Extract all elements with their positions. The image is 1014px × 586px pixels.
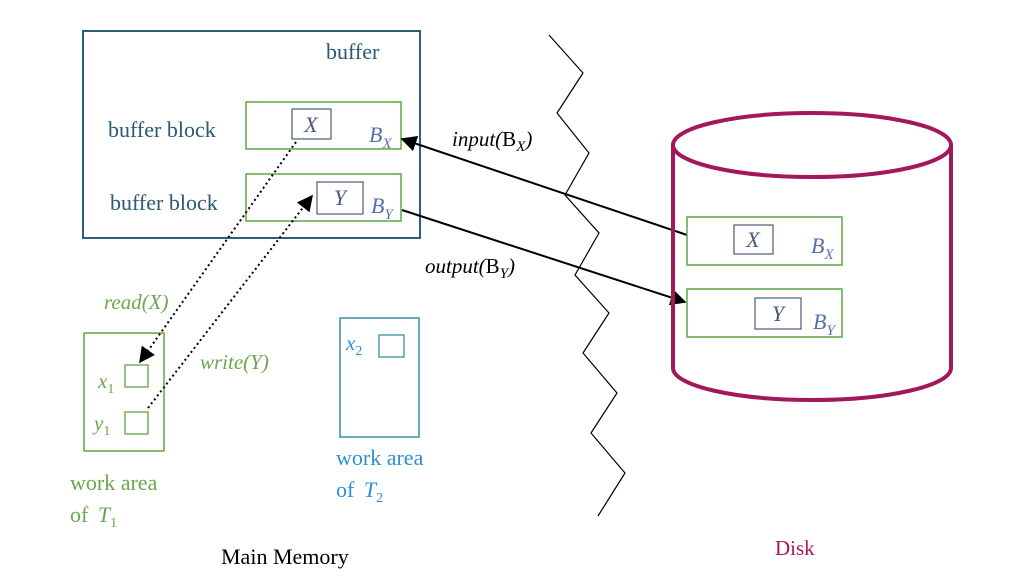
input-label: input(BX) bbox=[452, 127, 532, 155]
input-arg: B bbox=[502, 127, 516, 151]
t1-var-y1: y1 bbox=[92, 411, 110, 439]
disk-cylinder: X BX Y BY bbox=[671, 111, 953, 402]
t1-var-x1-sub: 1 bbox=[107, 382, 114, 397]
disk-top bbox=[671, 111, 953, 179]
t1-var-x1: x1 bbox=[97, 369, 114, 397]
disk-item-x: X bbox=[745, 227, 761, 252]
main-memory-label: Main Memory bbox=[221, 544, 349, 569]
input-sub: X bbox=[515, 139, 526, 155]
disk-block-x-b: B bbox=[811, 233, 824, 258]
t1-caption-var: T bbox=[98, 502, 112, 527]
t2-var-x2-name: x bbox=[345, 331, 356, 355]
disk-block-y-name: BY bbox=[813, 309, 836, 339]
t2-var-x2: x2 bbox=[345, 331, 362, 359]
t1-var-y1-name: y bbox=[92, 411, 104, 435]
write-arrow bbox=[147, 194, 313, 409]
disk-block-y-b: B bbox=[813, 309, 826, 334]
t2-var-x2-sub: 2 bbox=[355, 344, 362, 359]
work-area-t2: x2 work area of T2 bbox=[336, 317, 424, 506]
t1-caption-line2: of T1 bbox=[70, 502, 117, 531]
buffer-item-x: X bbox=[303, 112, 319, 137]
buffer-block-y-sub: Y bbox=[384, 207, 394, 223]
work-area-t1-frame bbox=[83, 332, 165, 452]
buffer-block-y-name: BY bbox=[371, 193, 394, 223]
input-close: ) bbox=[524, 127, 532, 151]
memory-disk-separator bbox=[548, 34, 626, 517]
disk-block-x-sub: X bbox=[823, 247, 834, 263]
output-fn: output( bbox=[425, 254, 488, 278]
buffer-item-y-box bbox=[316, 181, 364, 215]
t1-caption-line1: work area bbox=[70, 470, 158, 495]
t1-var-y1-sub: 1 bbox=[103, 424, 110, 439]
input-arrow bbox=[400, 136, 688, 236]
t2-caption-line1: work area bbox=[336, 445, 424, 470]
buffer-block-y bbox=[245, 173, 402, 222]
buffer-block-x-name: BX bbox=[369, 122, 392, 152]
output-label: output(BY) bbox=[425, 254, 515, 282]
disk-item-x-box bbox=[733, 224, 774, 255]
disk-block-y-sub: Y bbox=[826, 323, 836, 339]
t2-caption-prefix: of bbox=[336, 477, 360, 502]
buffer-block-x bbox=[245, 101, 402, 150]
t1-caption-sub: 1 bbox=[110, 516, 117, 531]
buffer-block-x-b: B bbox=[369, 122, 382, 147]
disk-block-x bbox=[686, 216, 843, 266]
t1-x1-cell bbox=[124, 364, 149, 388]
t1-caption-prefix: of bbox=[70, 502, 94, 527]
output-arrow bbox=[401, 209, 687, 306]
disk-item-y: Y bbox=[772, 301, 787, 326]
t2-x2-cell bbox=[378, 334, 405, 358]
work-area-t2-frame bbox=[339, 317, 420, 438]
buffer-item-x-box bbox=[291, 108, 332, 140]
disk-body bbox=[671, 145, 953, 402]
read-arrow bbox=[139, 141, 297, 364]
t1-var-x1-name: x bbox=[97, 369, 108, 393]
work-area-t1: x1 y1 work area of T1 bbox=[70, 332, 165, 531]
input-fn: input( bbox=[452, 127, 504, 151]
read-label: read(X) bbox=[104, 290, 169, 314]
output-sub: Y bbox=[500, 266, 510, 282]
t2-caption-line2: of T2 bbox=[336, 477, 383, 506]
output-arg: B bbox=[486, 254, 500, 278]
disk-label: Disk bbox=[775, 536, 815, 560]
buffer-item-y: Y bbox=[334, 185, 349, 210]
disk-block-x-name: BX bbox=[811, 233, 834, 263]
disk-item-y-box bbox=[754, 297, 802, 330]
buffer-block-y-b: B bbox=[371, 193, 384, 218]
buffer-title: buffer bbox=[326, 39, 380, 64]
buffer-block-x-sub: X bbox=[381, 136, 392, 152]
t2-caption-sub: 2 bbox=[376, 491, 383, 506]
buffer-frame bbox=[82, 30, 421, 239]
t2-caption-var: T bbox=[364, 477, 378, 502]
buffer-block-label-top: buffer block bbox=[108, 117, 216, 142]
buffer-block-label-bottom: buffer block bbox=[110, 190, 218, 215]
buffer-region: buffer buffer block X BX buffer block Y … bbox=[82, 30, 421, 239]
disk-block-y bbox=[686, 288, 843, 338]
output-close: ) bbox=[507, 254, 515, 278]
t1-y1-cell bbox=[124, 411, 149, 435]
write-label: write(Y) bbox=[200, 350, 269, 374]
